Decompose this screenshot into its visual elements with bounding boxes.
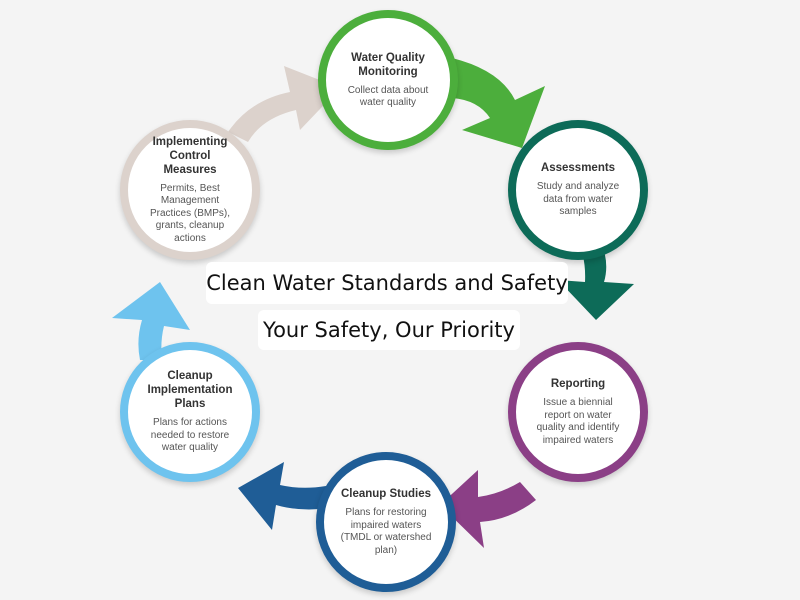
arrow-assessments-to-reporting: [558, 240, 634, 320]
stage-description: Plans for actions needed to restore wate…: [150, 417, 230, 454]
arrow-studies-to-plans: [238, 462, 330, 530]
subtitle: Your Safety, Our Priority: [258, 310, 520, 350]
stage-title: Reporting: [550, 378, 606, 390]
stage-title: Assessments: [540, 162, 616, 175]
stage-title: Cleanup Implementation Plans: [147, 370, 233, 411]
stage-description: Study and analyze data from water sample…: [536, 181, 620, 218]
stage-assessments: Assessments Study and analyze data from …: [508, 120, 648, 260]
stage-title: Cleanup Studies: [340, 488, 432, 500]
arrow-measures-to-monitoring: [228, 66, 340, 142]
arrow-plans-to-measures: [112, 282, 190, 360]
stage-description: Issue a biennial report on water quality…: [536, 397, 620, 446]
arrow-monitoring-to-assessments: [452, 58, 545, 148]
main-title: Clean Water Standards and Safety: [206, 262, 568, 304]
stage-reporting: Reporting Issue a biennial report on wat…: [508, 342, 648, 482]
stage-water-quality-monitoring: Water Quality Monitoring Collect data ab…: [318, 10, 458, 150]
stage-description: Plans for restoring impaired waters (TMD…: [340, 507, 432, 556]
stage-cleanup-implementation-plans: Cleanup Implementation Plans Plans for a…: [120, 342, 260, 482]
stage-description: Collect data about water quality: [347, 84, 429, 109]
stage-description: Permits, Best Management Practices (BMPs…: [149, 182, 230, 244]
stage-implementing-control-measures: Implementing Control Measures Permits, B…: [120, 120, 260, 260]
stage-cleanup-studies: Cleanup Studies Plans for restoring impa…: [316, 452, 456, 592]
arrow-reporting-to-studies: [440, 470, 536, 548]
stage-title: Water Quality Monitoring: [351, 51, 425, 78]
stage-title: Implementing Control Measures: [152, 135, 228, 176]
